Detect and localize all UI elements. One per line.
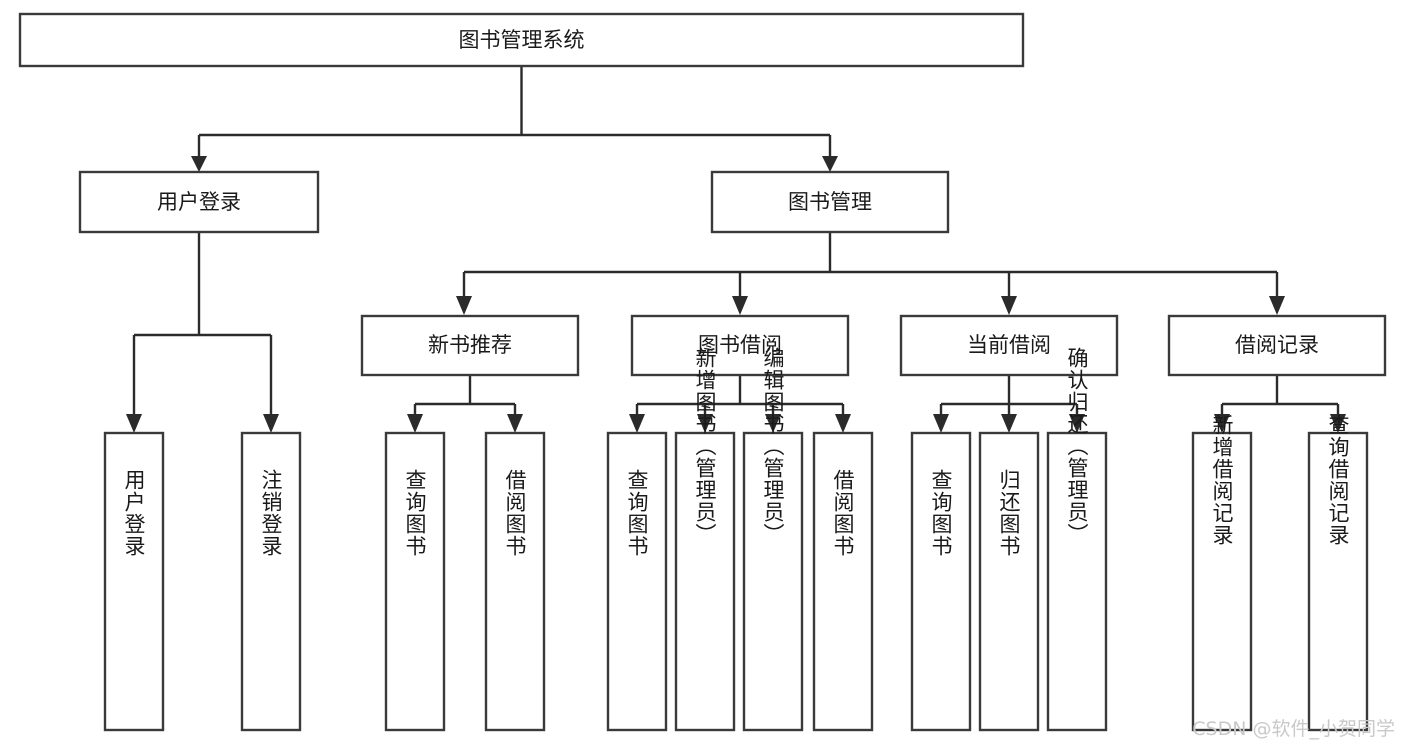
borrow-records-box <box>1167 314 1387 377</box>
new-book-recommend-label: 新书推荐 <box>428 333 512 357</box>
arrow-head-leaf-logout <box>263 414 279 433</box>
leaf-user-login-label: 用户登录 <box>122 469 146 557</box>
leaf-edit-book-box <box>742 431 804 732</box>
arrow-head-leaf-query-book-2 <box>629 414 645 433</box>
leaf-node-query-book-current[interactable]: 查询图书 <box>910 431 972 732</box>
arrow-head-leaf-return-book <box>1001 414 1017 433</box>
leaf-node-user-login[interactable]: 用户登录 <box>103 431 165 732</box>
node-root-system[interactable]: 图书管理系统 <box>18 12 1025 68</box>
leaf-borrow-book-2-label: 借阅图书 <box>831 469 855 557</box>
root-box <box>18 12 1025 68</box>
book-management-label: 图书管理 <box>788 190 872 214</box>
node-borrow-records[interactable]: 借阅记录 <box>1167 314 1387 377</box>
arrow-head-leaf-add-record <box>1214 414 1230 433</box>
leaf-borrow-book-1-box <box>484 431 546 732</box>
leaf-add-book-box <box>674 431 736 732</box>
current-borrow-label: 当前借阅 <box>967 333 1051 357</box>
node-new-book-recommend[interactable]: 新书推荐 <box>360 314 580 377</box>
leaf-node-confirm-return[interactable]: 确认归还（管理员） <box>1046 347 1108 732</box>
arrow-head-leaf-edit-book <box>765 414 781 433</box>
connector-layer <box>126 66 1346 433</box>
node-current-borrow[interactable]: 当前借阅 <box>899 314 1119 377</box>
arrow-head-new-book-recommend <box>456 296 472 315</box>
book-borrow-label: 图书借阅 <box>698 333 782 357</box>
leaf-node-add-borrow-record[interactable]: 新增借阅记录 <box>1191 414 1253 732</box>
arrow-head-current-borrow <box>1001 296 1017 315</box>
leaf-node-logout[interactable]: 注销登录 <box>240 431 302 732</box>
arrow-head-book-borrow <box>732 296 748 315</box>
leaf-logout-box <box>240 431 302 732</box>
leaf-query-book-3-box <box>910 431 972 732</box>
leaf-add-record-label: 新增借阅记录 <box>1210 414 1234 546</box>
root-label: 图书管理系统 <box>459 28 585 52</box>
leaf-node-return-book[interactable]: 归还图书 <box>978 431 1040 732</box>
arrow-head-leaf-query-book-3 <box>933 414 949 433</box>
arrow-head-leaf-query-record <box>1330 414 1346 433</box>
leaf-query-book-1-label: 查询图书 <box>403 469 427 557</box>
arrow-head-leaf-query-book-1 <box>407 414 423 433</box>
arrow-head-leaf-borrow-book-1 <box>507 414 523 433</box>
leaf-logout-label: 注销登录 <box>259 469 283 557</box>
borrow-records-label: 借阅记录 <box>1235 333 1319 357</box>
leaf-user-login-box <box>103 431 165 732</box>
leaf-node-borrow-book[interactable]: 借阅图书 <box>812 431 874 732</box>
leaf-query-book-2-label: 查询图书 <box>625 469 649 557</box>
leaf-node-query-book-borrow[interactable]: 查询图书 <box>606 431 668 732</box>
current-borrow-box <box>899 314 1119 377</box>
node-book-management[interactable]: 图书管理 <box>710 170 950 234</box>
node-book-borrow[interactable]: 图书借阅 <box>630 314 850 377</box>
user-login-label: 用户登录 <box>157 190 241 214</box>
leaf-edit-book-label: 编辑图书（管理员） <box>761 347 785 545</box>
book-borrow-box <box>630 314 850 377</box>
leaf-node-add-book[interactable]: 新增图书（管理员） <box>674 347 736 732</box>
arrow-head-user-login <box>191 156 207 172</box>
leaf-query-record-box <box>1307 431 1369 732</box>
leaf-return-book-label: 归还图书 <box>997 469 1021 557</box>
user-login-box <box>78 170 320 234</box>
leaf-query-book-2-box <box>606 431 668 732</box>
leaf-return-book-box <box>978 431 1040 732</box>
leaf-query-record-label: 查询借阅记录 <box>1326 414 1350 546</box>
leaf-confirm-return-label: 确认归还（管理员） <box>1065 347 1089 545</box>
leaf-node-borrow-book-recommend[interactable]: 借阅图书 <box>484 431 546 732</box>
leaf-borrow-book-1-label: 借阅图书 <box>503 469 527 557</box>
leaf-node-edit-book[interactable]: 编辑图书（管理员） <box>742 347 804 732</box>
leaf-add-book-label: 新增图书（管理员） <box>693 347 717 545</box>
node-user-login[interactable]: 用户登录 <box>78 170 320 234</box>
leaf-node-query-book-recommend[interactable]: 查询图书 <box>384 431 446 732</box>
book-management-box <box>710 170 950 234</box>
leaf-query-book-1-box <box>384 431 446 732</box>
new-book-recommend-box <box>360 314 580 377</box>
arrow-head-leaf-borrow-book-2 <box>835 414 851 433</box>
leaf-add-record-box <box>1191 431 1253 732</box>
leaf-confirm-return-box <box>1046 431 1108 732</box>
csdn-watermark: CSDN @软件_小贺同学 <box>1192 718 1395 740</box>
arrow-head-book-mgmt <box>822 156 838 172</box>
arrow-head-borrow-records <box>1269 296 1285 315</box>
arrow-head-leaf-confirm-return <box>1069 414 1085 433</box>
leaf-node-query-borrow-record[interactable]: 查询借阅记录 <box>1307 414 1369 732</box>
arrow-head-leaf-user-login <box>126 414 142 433</box>
arrow-head-leaf-add-book <box>697 414 713 433</box>
leaf-borrow-book-2-box <box>812 431 874 732</box>
leaf-query-book-3-label: 查询图书 <box>929 469 953 557</box>
